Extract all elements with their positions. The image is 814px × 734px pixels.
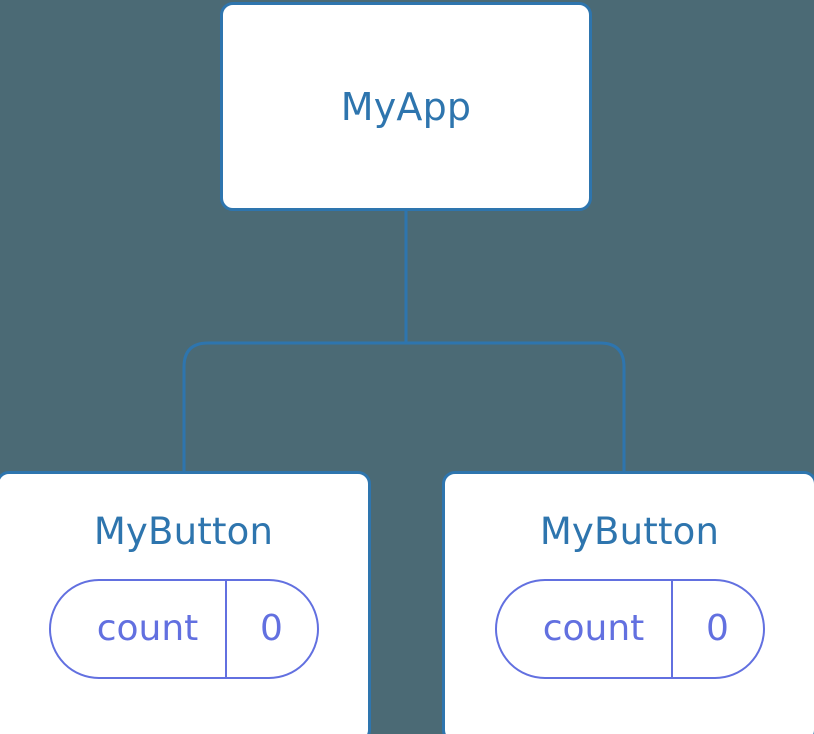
- state-pill-1-value: 0: [224, 581, 317, 677]
- node-myapp-label: MyApp: [340, 84, 472, 129]
- node-mybutton-2[interactable]: MyButton count 0: [442, 471, 814, 734]
- state-pill-1[interactable]: count 0: [48, 579, 319, 679]
- node-mybutton-2-label: MyButton: [539, 510, 720, 553]
- node-myapp[interactable]: MyApp: [220, 2, 592, 211]
- node-mybutton-1[interactable]: MyButton count 0: [0, 471, 371, 734]
- state-pill-2-value: 0: [670, 581, 763, 677]
- state-pill-1-key: count: [96, 608, 199, 649]
- state-pill-2-key: count: [542, 608, 645, 649]
- edge-bus-to-children: [182, 341, 626, 472]
- node-mybutton-1-label: MyButton: [93, 510, 274, 553]
- state-pill-2[interactable]: count 0: [494, 579, 765, 679]
